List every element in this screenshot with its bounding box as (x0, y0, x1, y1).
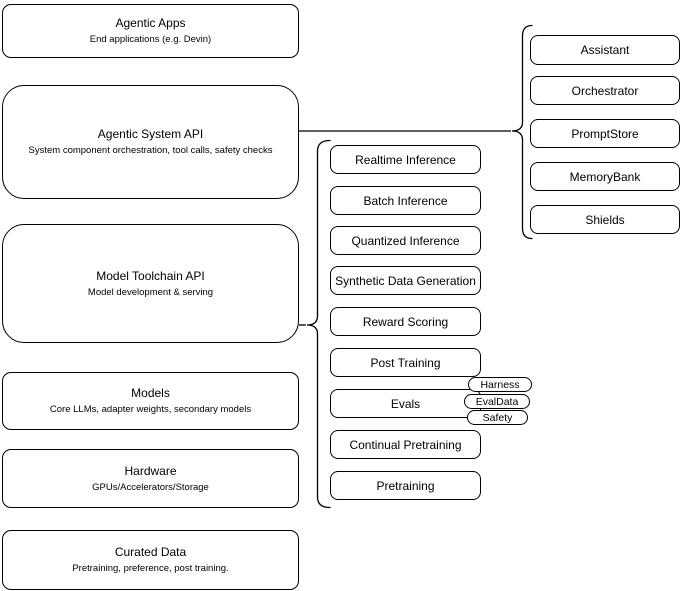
node-title: Agentic Apps (115, 16, 186, 30)
node-curated-data: Curated Data Pretraining, preference, po… (2, 530, 299, 590)
node-assistant: Assistant (530, 35, 680, 65)
toolchain-brace (306, 139, 331, 509)
node-pretraining: Pretraining (330, 471, 481, 500)
node-title: Model Toolchain API (96, 268, 205, 283)
node-promptstore: PromptStore (530, 119, 680, 148)
tag-safety: Safety (467, 410, 528, 425)
node-title: Curated Data (114, 545, 187, 559)
node-subtitle: Core LLMs, adapter weights, secondary mo… (49, 404, 252, 415)
tag-harness: Harness (468, 377, 532, 392)
node-subtitle: End applications (e.g. Devin) (89, 34, 212, 45)
node-memorybank: MemoryBank (530, 162, 680, 191)
node-evals: Evals (330, 389, 481, 418)
node-realtime-inference: Realtime Inference (330, 145, 481, 174)
components-brace (511, 24, 533, 240)
node-title: Models (131, 386, 170, 400)
node-subtitle: Model development & serving (87, 286, 214, 298)
node-shields: Shields (530, 205, 680, 234)
node-synthetic-data-generation: Synthetic Data Generation (330, 266, 481, 295)
node-post-training: Post Training (330, 348, 481, 377)
node-subtitle: GPUs/Accelerators/Storage (92, 481, 209, 493)
node-title: Agentic System API (97, 127, 204, 141)
node-continual-pretraining: Continual Pretraining (330, 430, 481, 459)
node-subtitle: System component orchestration, tool cal… (28, 145, 273, 156)
node-hardware: Hardware GPUs/Accelerators/Storage (2, 449, 299, 508)
node-reward-scoring: Reward Scoring (330, 307, 481, 336)
node-agentic-system-api: Agentic System API System component orch… (2, 85, 299, 199)
node-batch-inference: Batch Inference (330, 186, 481, 215)
node-model-toolchain-api: Model Toolchain API Model development & … (2, 224, 299, 343)
node-models: Models Core LLMs, adapter weights, secon… (2, 372, 299, 430)
node-orchestrator: Orchestrator (530, 76, 680, 105)
node-quantized-inference: Quantized Inference (330, 226, 481, 255)
tag-evaldata: EvalData (464, 394, 530, 409)
node-title: Hardware (124, 463, 177, 478)
node-agentic-apps: Agentic Apps End applications (e.g. Devi… (2, 4, 299, 58)
node-subtitle: Pretraining, preference, post training. (72, 563, 229, 574)
